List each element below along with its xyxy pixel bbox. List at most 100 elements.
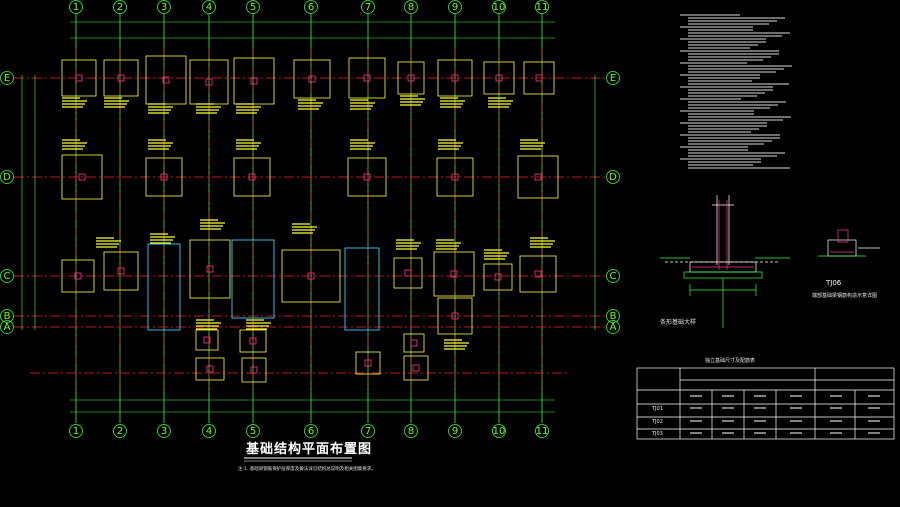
axis-bubble-top-9: 9	[448, 0, 462, 14]
footing	[189, 239, 231, 299]
column	[364, 359, 372, 367]
footing	[241, 357, 267, 383]
footing-annotations	[62, 95, 555, 350]
footing-annotation	[350, 139, 375, 150]
column	[535, 74, 543, 82]
column	[74, 272, 82, 280]
footing-annotation	[148, 103, 173, 114]
axis-bubble-left-D: D	[0, 170, 14, 184]
footing-annotation	[196, 103, 221, 114]
footing	[403, 355, 429, 381]
footing-annotation	[350, 99, 375, 110]
columns	[74, 74, 543, 374]
svg-text:11: 11	[536, 2, 549, 13]
footing-annotation	[440, 97, 465, 108]
footing	[145, 55, 187, 105]
axis-bubble-bottom-1: 1	[69, 424, 83, 438]
axis-bubble-right-D: D	[606, 170, 620, 184]
footing-annotation	[530, 237, 555, 248]
axis-bubble-top-8: 8	[404, 0, 418, 14]
footing	[103, 251, 139, 291]
svg-text:10: 10	[493, 2, 506, 13]
axis-bubble-right-B: B	[606, 309, 620, 323]
svg-text:D: D	[3, 172, 11, 183]
footing-annotation	[444, 339, 469, 350]
column	[407, 74, 415, 82]
footing-annotation	[246, 319, 271, 330]
svg-text:10: 10	[493, 426, 506, 437]
column	[404, 269, 412, 277]
footing	[519, 255, 557, 293]
footing-annotation	[236, 139, 261, 150]
axis-bubble-right-A: A	[606, 320, 620, 334]
detail-label-2: TJ06	[825, 279, 842, 287]
footings	[61, 55, 559, 383]
footing-annotation	[400, 95, 425, 106]
axis-bubble-right-C: C	[606, 269, 620, 283]
axis-bubble-top-10: 10	[492, 0, 506, 14]
svg-text:2: 2	[117, 2, 123, 13]
svg-text:7: 7	[365, 426, 371, 437]
footing	[233, 157, 271, 197]
svg-text:3: 3	[161, 2, 167, 13]
column	[534, 173, 542, 181]
footing-annotation	[438, 139, 463, 150]
svg-text:8: 8	[408, 2, 414, 13]
column	[117, 267, 125, 275]
footing	[61, 259, 95, 293]
axis-bubble-left-B: B	[0, 309, 14, 323]
column	[363, 173, 371, 181]
svg-text:1: 1	[73, 426, 79, 437]
column	[451, 312, 459, 320]
axis-bubble-left-A: A	[0, 320, 14, 334]
svg-text:11: 11	[536, 426, 549, 437]
column	[494, 273, 502, 281]
column	[160, 173, 168, 181]
footing	[517, 155, 559, 199]
axis-bubble-bottom-8: 8	[404, 424, 418, 438]
footing	[195, 357, 225, 381]
column	[206, 365, 214, 373]
svg-text:7: 7	[365, 2, 371, 13]
column	[162, 76, 170, 84]
footing-annotation	[436, 239, 461, 250]
column	[117, 74, 125, 82]
svg-text:E: E	[610, 73, 616, 84]
axis-bubble-bottom-6: 6	[304, 424, 318, 438]
detail-caption-2: 端部基础梁钢筋构造示意详图	[812, 292, 877, 299]
axis-bubble-bottom-5: 5	[246, 424, 260, 438]
column	[363, 74, 371, 82]
footing	[355, 351, 381, 375]
footing-annotation	[104, 97, 129, 108]
footing-annotation	[96, 237, 121, 248]
svg-text:C: C	[610, 271, 617, 282]
detail-label-1: 条形基础大样	[660, 318, 696, 326]
column	[308, 75, 316, 83]
footing-annotation	[298, 99, 323, 110]
svg-text:C: C	[4, 271, 11, 282]
footing	[483, 263, 513, 291]
axis-bubble-bottom-10: 10	[492, 424, 506, 438]
svg-text:5: 5	[250, 426, 256, 437]
footing	[281, 249, 341, 303]
footing-annotation	[236, 103, 261, 114]
column	[248, 173, 256, 181]
axis-bubble-left-C: C	[0, 269, 14, 283]
svg-text:4: 4	[206, 2, 212, 13]
column	[307, 272, 315, 280]
svg-text:3: 3	[161, 426, 167, 437]
svg-text:9: 9	[452, 2, 458, 13]
column	[249, 337, 257, 345]
strip-beams	[147, 239, 380, 331]
footing	[61, 59, 97, 97]
column	[412, 364, 420, 372]
axis-bubble-bottom-4: 4	[202, 424, 216, 438]
footing-annotation	[62, 139, 87, 150]
svg-text:5: 5	[250, 2, 256, 13]
footing	[483, 61, 515, 95]
axis-bubble-bottom-3: 3	[157, 424, 171, 438]
axis-bubble-bottom-2: 2	[113, 424, 127, 438]
